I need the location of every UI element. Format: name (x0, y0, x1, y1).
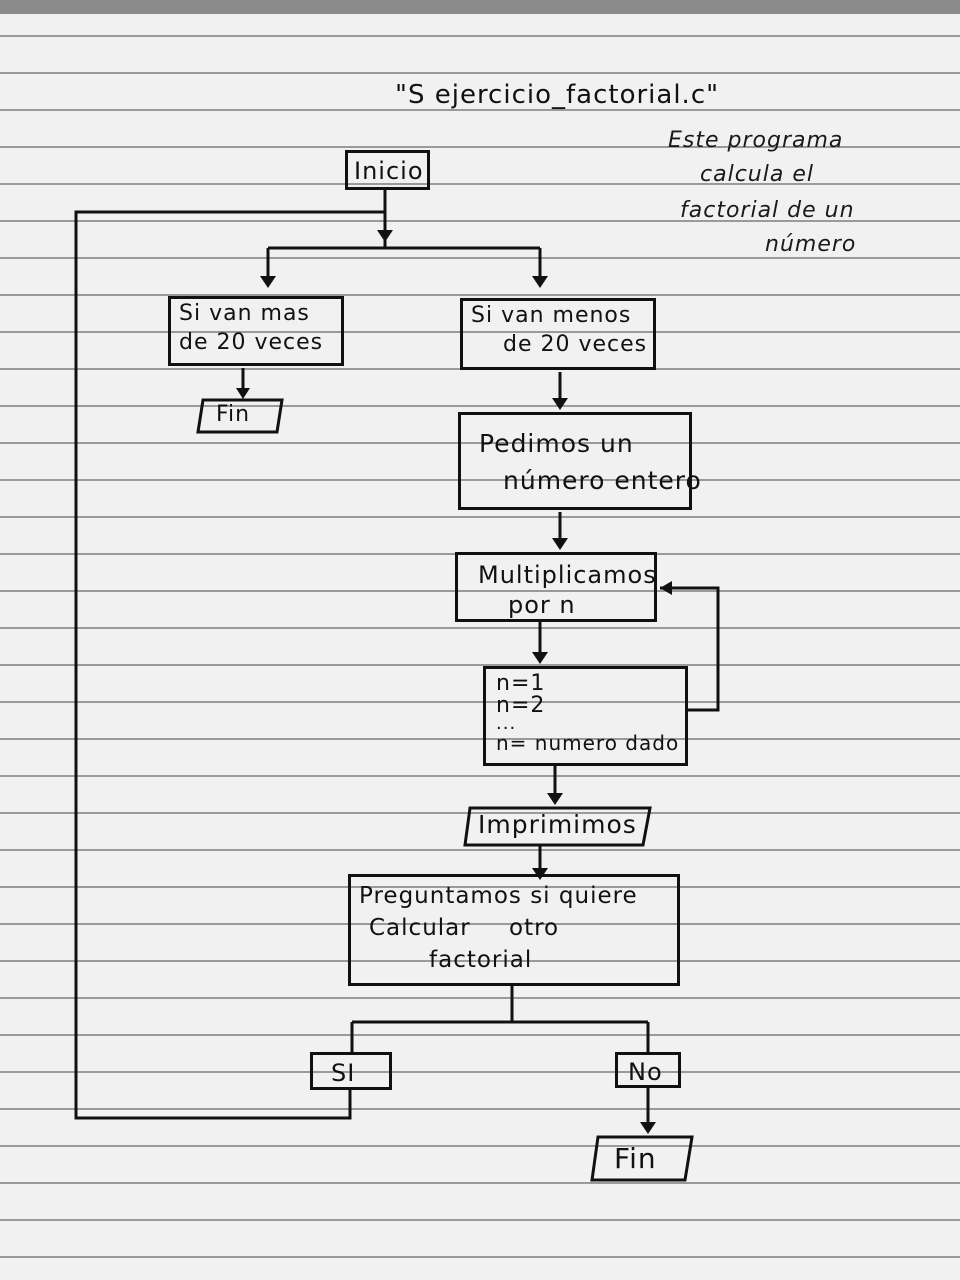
note-line-3: factorial de un (680, 198, 855, 223)
ask-number-node: Pedimos un número entero (458, 412, 702, 510)
note-line-4: número (765, 232, 857, 257)
more-than-20-line-1: Si van mas (179, 301, 310, 326)
multiply-line-2: por n (508, 591, 576, 619)
paper-top-edge (0, 0, 960, 14)
end-node-1-label: Fin (216, 402, 251, 427)
less-than-20-line-2: de 20 veces (503, 332, 648, 357)
more-than-20-node: Si van mas de 20 veces (168, 296, 344, 366)
note-line-2: calcula el (700, 162, 814, 187)
n-values-node: n=1 n=2 ... n= numero dado (483, 666, 688, 766)
multiply-node: Multiplicamos por n (455, 552, 657, 622)
note-line-1: Este programa (668, 128, 844, 153)
ask-again-line-2: Calcular otro (369, 915, 560, 941)
ask-number-line-1: Pedimos un (479, 429, 634, 458)
no-node: No (615, 1052, 681, 1088)
loop-n-line (660, 586, 720, 712)
start-label: Inicio (354, 157, 424, 185)
n-value-dots: ... (496, 713, 517, 734)
imprimimos-shape (463, 806, 652, 847)
ask-again-line-3: factorial (429, 947, 533, 973)
n-value-1: n=1 (496, 671, 546, 696)
n-value-2: n=2 (496, 693, 546, 718)
start-node: Inicio (345, 150, 430, 190)
yes-label: SI (331, 1059, 356, 1087)
diagram-title: "S ejercicio_factorial.c" (395, 80, 720, 110)
ask-again-node: Preguntamos si quiere Calcular otro fact… (348, 874, 680, 986)
fin1-shape (196, 398, 284, 434)
print-node-label: Imprimimos (478, 810, 637, 839)
branch-line (350, 985, 650, 1052)
no-label: No (628, 1058, 663, 1086)
ask-number-line-2: número entero (503, 466, 702, 495)
less-than-20-line-1: Si van menos (471, 303, 632, 328)
end-node-2-label: Fin (614, 1142, 657, 1175)
more-than-20-line-2: de 20 veces (179, 330, 324, 355)
fin2-shape (590, 1135, 694, 1182)
split-line (266, 240, 542, 282)
ask-again-line-1: Preguntamos si quiere (359, 883, 638, 909)
yes-node: SI (310, 1052, 392, 1090)
less-than-20-node: Si van menos de 20 veces (460, 298, 656, 370)
n-value-final: n= numero dado (496, 731, 680, 755)
multiply-line-1: Multiplicamos (478, 561, 657, 589)
